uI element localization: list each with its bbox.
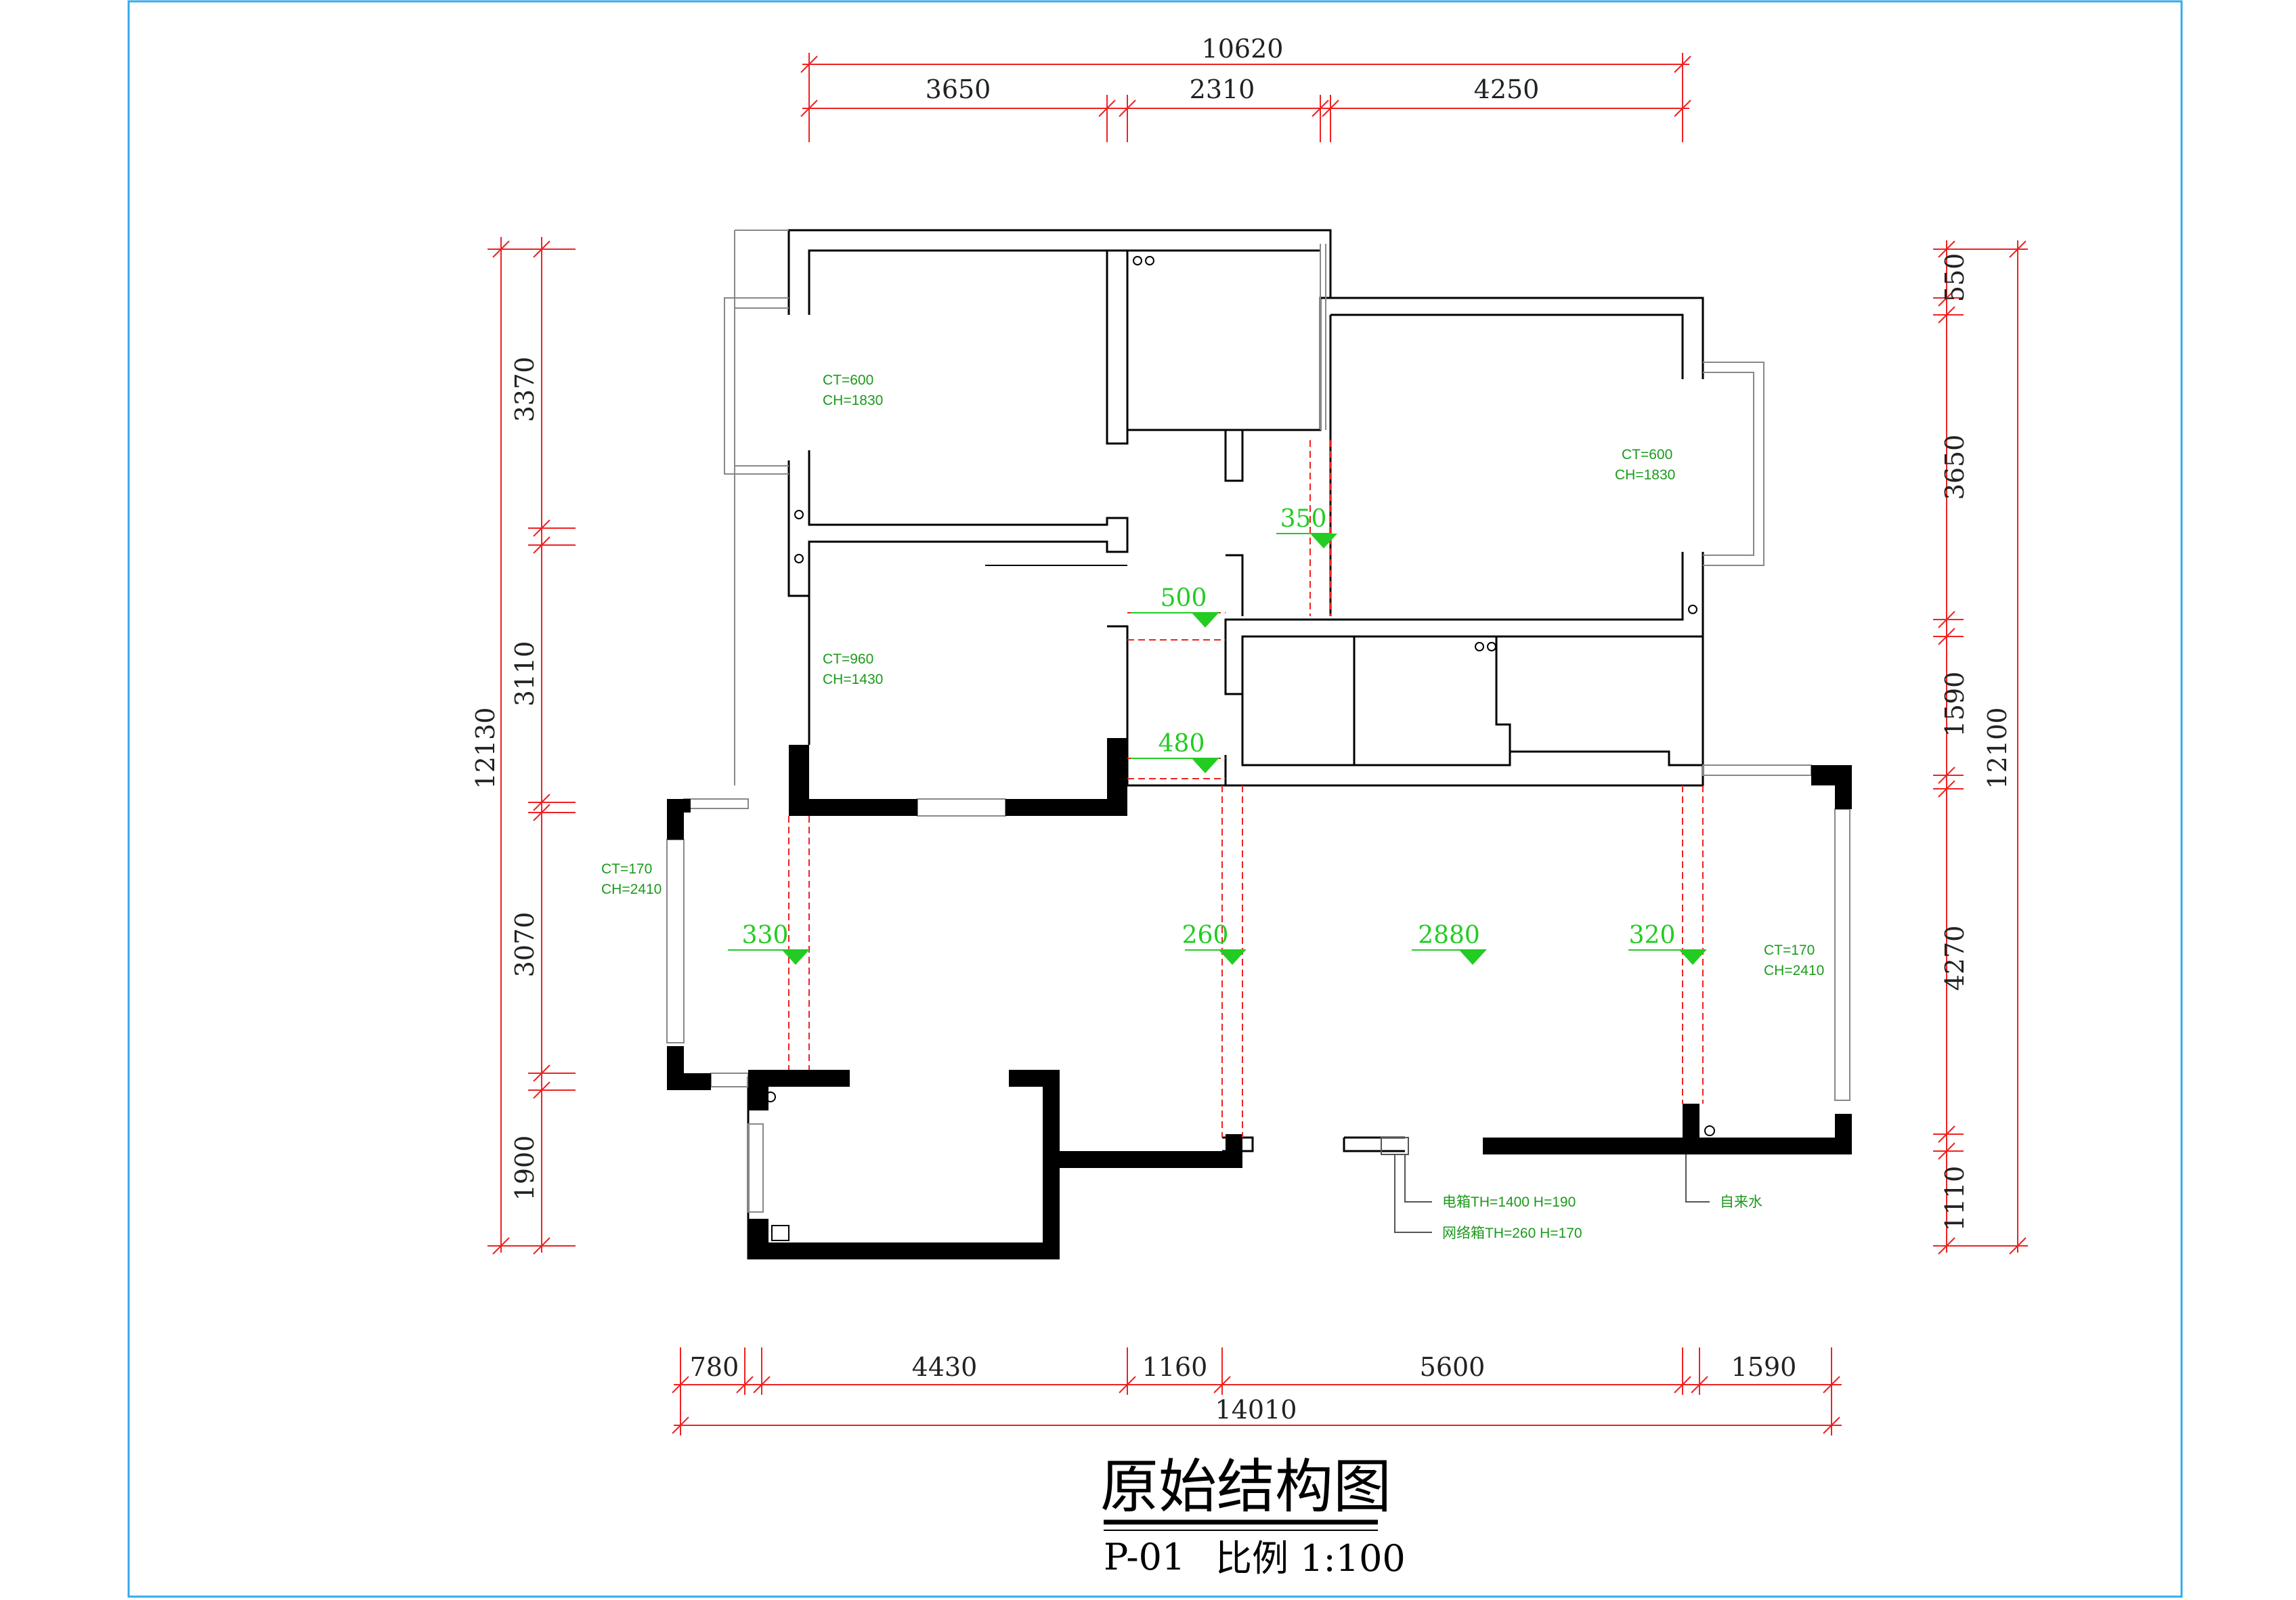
level-330: 330	[742, 922, 789, 949]
level-2880: 2880	[1418, 922, 1480, 949]
bed2-window-ch: CH=1430	[823, 672, 883, 687]
left-dimensions	[488, 237, 576, 1255]
top-dim-seg1: 3650	[926, 74, 991, 104]
callout-leaders	[1394, 1154, 1710, 1233]
bottom-dim-seg5: 1590	[1731, 1352, 1797, 1382]
bed1-window-ch: CH=1830	[823, 393, 883, 408]
left-dim-total: 12130	[471, 708, 500, 790]
bottom-dimensions	[672, 1347, 1842, 1435]
drawing-frame	[127, 0, 2183, 1598]
water-supply-note: 自来水	[1720, 1194, 1762, 1210]
wall-outlines	[747, 229, 1704, 1259]
drawing-scale: 比例 1:100	[1215, 1537, 1406, 1580]
level-320: 320	[1629, 922, 1676, 949]
level-480: 480	[1158, 730, 1205, 758]
living-right-window-ch: CH=2410	[1764, 963, 1824, 978]
left-dim-seg3: 3070	[510, 912, 540, 978]
level-500: 500	[1161, 584, 1207, 612]
left-dim-seg4: 1900	[510, 1136, 540, 1201]
electric-box-note: 电箱TH=1400 H=190	[1442, 1194, 1576, 1210]
top-dim-seg2: 2310	[1190, 74, 1255, 104]
master-window-ch: CH=1830	[1615, 467, 1675, 483]
bottom-dim-seg2: 4430	[912, 1352, 978, 1382]
level-350: 350	[1280, 505, 1327, 533]
top-dim-total: 10620	[1202, 34, 1284, 64]
living-left-window-ct: CT=170	[601, 861, 652, 877]
beam-lines	[788, 440, 1704, 1138]
bed2-window-ct: CT=960	[823, 651, 873, 667]
master-window-ct: CT=600	[1622, 447, 1672, 462]
right-dim-seg5: 1110	[1940, 1166, 1970, 1232]
right-dimensions	[1933, 240, 2028, 1255]
left-dim-seg1: 3370	[510, 357, 540, 423]
bottom-dim-total: 14010	[1215, 1395, 1297, 1425]
bottom-dim-seg3: 1160	[1142, 1352, 1208, 1382]
right-dim-seg3: 1590	[1940, 672, 1970, 737]
left-dim-seg2: 3110	[510, 641, 540, 707]
right-dim-seg2: 3650	[1940, 435, 1970, 500]
top-dimensions	[800, 53, 1691, 142]
right-dim-total: 12100	[1983, 708, 2012, 790]
top-dim-seg3: 4250	[1474, 74, 1540, 104]
level-260: 260	[1182, 922, 1229, 949]
bed1-window-ct: CT=600	[823, 372, 873, 388]
level-markers	[728, 533, 1706, 965]
living-left-window-ch: CH=2410	[601, 882, 662, 897]
drawing-number: P-01	[1104, 1536, 1185, 1578]
living-right-window-ct: CT=170	[1764, 943, 1815, 958]
network-box-note: 网络箱TH=260 H=170	[1442, 1226, 1582, 1241]
right-dim-seg1: 550	[1940, 253, 1970, 303]
pipe-fixtures	[765, 256, 1715, 1241]
window-frames	[666, 230, 1850, 1213]
structural-walls[interactable]	[667, 738, 1852, 1259]
drawing-title: 原始结构图	[1100, 1453, 1391, 1521]
bottom-dim-seg4: 5600	[1420, 1352, 1486, 1382]
right-dim-seg4: 4270	[1940, 926, 1970, 991]
bottom-dim-seg1: 780	[690, 1352, 739, 1382]
